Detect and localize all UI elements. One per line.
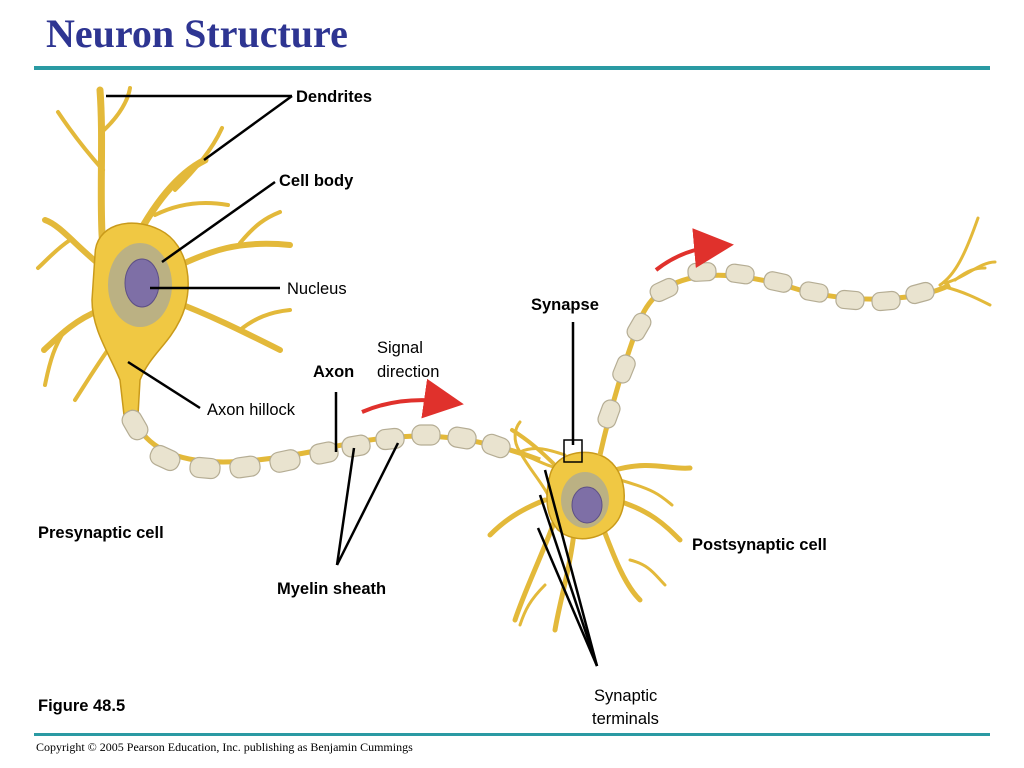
title-underline bbox=[34, 66, 990, 70]
myelin-sheath-segments bbox=[121, 409, 511, 480]
label-signal-direction-1: Signal bbox=[377, 339, 423, 357]
figure-label: Figure 48.5 bbox=[38, 697, 125, 715]
label-synaptic-terminals-2: terminals bbox=[592, 710, 659, 728]
slide-title: Neuron Structure bbox=[46, 11, 348, 56]
leader-lines bbox=[106, 94, 599, 667]
signal-arrow-1 bbox=[361, 378, 464, 419]
signal-arrow-2 bbox=[654, 228, 734, 272]
label-nucleus: Nucleus bbox=[287, 280, 347, 298]
label-postsynaptic-cell: Postsynaptic cell bbox=[692, 536, 827, 554]
label-signal-direction-2: direction bbox=[377, 363, 439, 381]
label-myelin-sheath: Myelin sheath bbox=[277, 580, 386, 598]
postsynaptic-nucleus bbox=[571, 486, 603, 524]
postsynaptic-dendrites bbox=[487, 428, 693, 633]
copyright-text: Copyright © 2005 Pearson Education, Inc.… bbox=[36, 740, 413, 754]
label-cell-body: Cell body bbox=[279, 172, 354, 190]
label-synapse: Synapse bbox=[531, 296, 599, 314]
footer-rule bbox=[34, 733, 990, 736]
label-presynaptic-cell: Presynaptic cell bbox=[38, 524, 164, 542]
label-synaptic-terminals-1: Synaptic bbox=[594, 687, 657, 705]
label-axon: Axon bbox=[313, 363, 354, 381]
label-dendrites: Dendrites bbox=[296, 88, 372, 106]
label-axon-hillock: Axon hillock bbox=[207, 401, 296, 419]
presynaptic-nucleus bbox=[124, 258, 160, 308]
